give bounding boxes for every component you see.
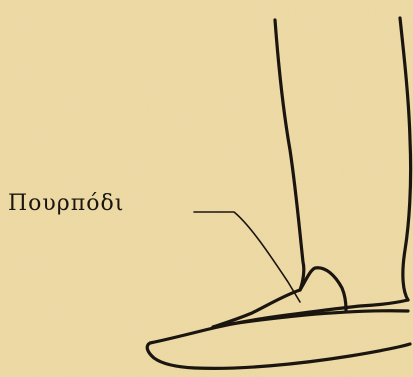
shoe-label: Πουρπόδι bbox=[8, 193, 124, 215]
